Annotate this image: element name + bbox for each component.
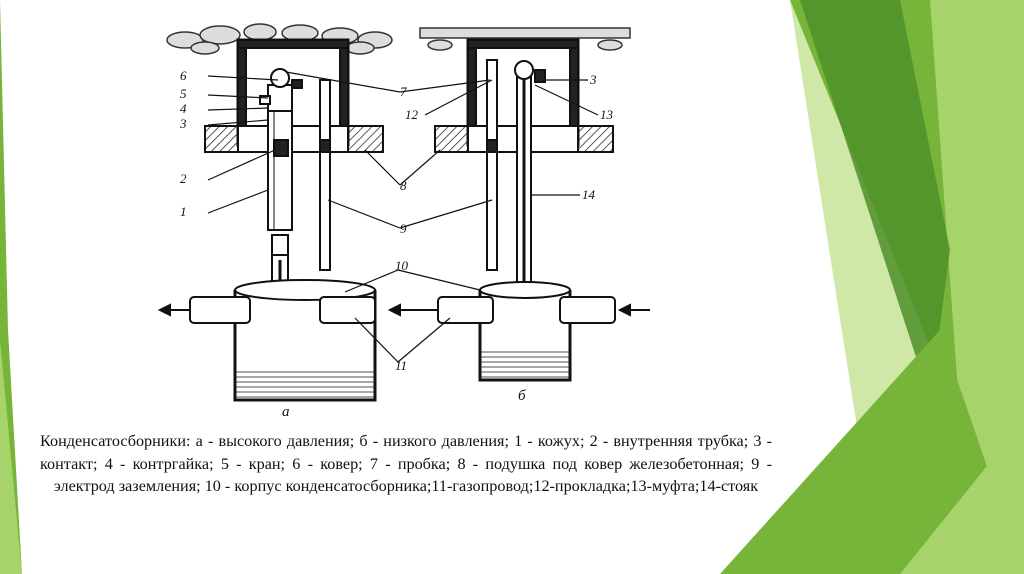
gas-pipe-a-right [319, 296, 376, 324]
callout-labels: 6 5 4 3 2 1 7 12 3 13 8 9 14 10 11 а б [179, 68, 614, 420]
callout-7: 7 [400, 84, 407, 99]
condensate-collector-diagram: 6 5 4 3 2 1 7 12 3 13 8 9 14 10 11 а б [157, 23, 650, 420]
callout-5: 5 [180, 86, 187, 101]
ground-surface-b [419, 27, 631, 51]
theme-shape-bottom-green [720, 330, 1024, 574]
earthing-electrode-a [319, 79, 331, 271]
gas-pipe-a-left [189, 296, 251, 324]
callout-8: 8 [400, 178, 407, 193]
theme-shape-right-dark [800, 0, 950, 400]
callout-4: 4 [180, 101, 187, 116]
callout-13: 13 [600, 107, 614, 122]
callout-6: 6 [180, 68, 187, 83]
callout-1: 1 [180, 204, 187, 219]
assembly-a-high-pressure [157, 23, 420, 402]
callout-14: 14 [582, 187, 596, 202]
gas-pipe-b-right [559, 296, 616, 324]
assembly-b-low-pressure [419, 27, 650, 382]
earthing-electrode-b [486, 59, 498, 271]
callout-3-right: 3 [589, 72, 597, 87]
callout-2: 2 [180, 171, 187, 186]
callout-10: 10 [395, 258, 409, 273]
sublabel-b: б [518, 388, 526, 404]
callout-3-left: 3 [179, 116, 187, 131]
theme-shape-left-strip-light [0, 340, 22, 574]
callout-leaders [207, 71, 599, 363]
theme-shape-bottom-light [900, 420, 1024, 574]
sublabel-a: а [282, 404, 290, 420]
figure-caption: Конденсатосборники: а - высокого давлени… [40, 432, 772, 495]
casing-tube-a [267, 109, 293, 231]
callout-9: 9 [400, 221, 407, 236]
callout-11: 11 [395, 358, 407, 373]
gas-pipe-b-left [437, 296, 494, 324]
callout-12: 12 [405, 107, 419, 122]
